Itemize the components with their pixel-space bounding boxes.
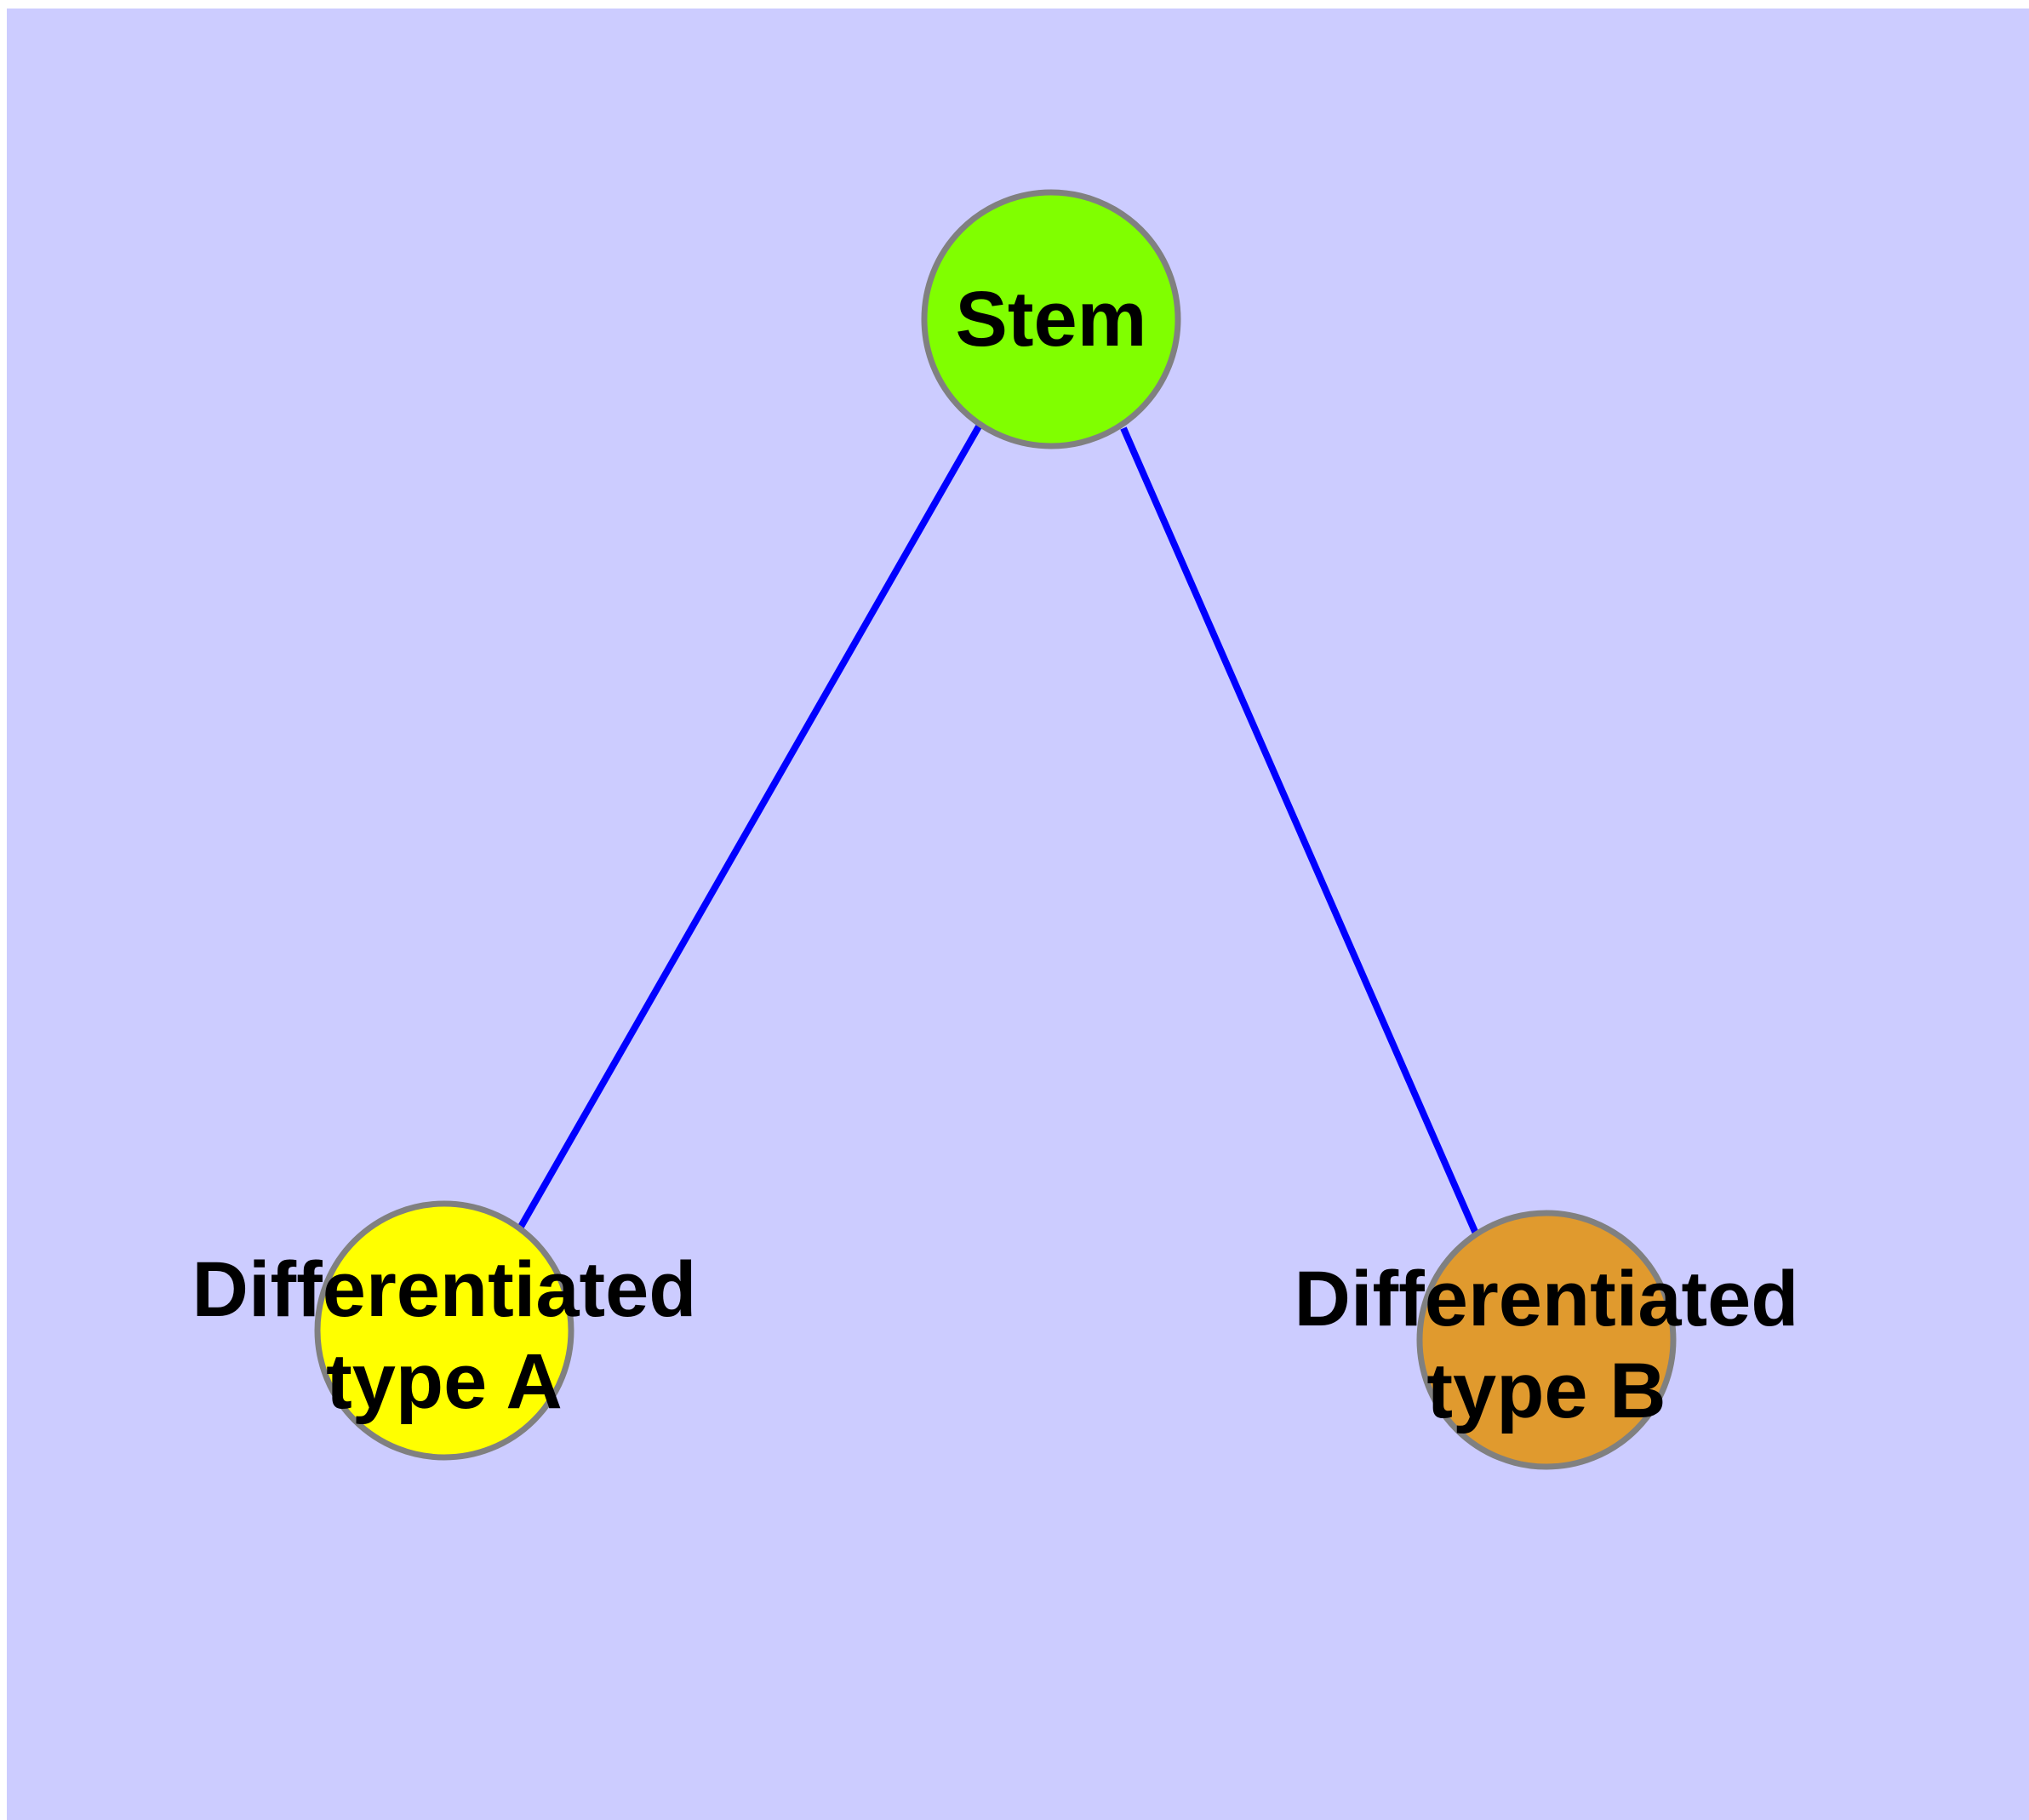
node-stem[interactable] — [921, 189, 1181, 449]
node-type-a-label-line-1: Differentiated — [192, 1246, 697, 1333]
node-type-a-label-line-2: type A — [326, 1338, 563, 1425]
node-type-a-circle[interactable] — [314, 1200, 574, 1461]
node-type-b-circle[interactable] — [1416, 1210, 1677, 1470]
node-stem-label: Stem — [956, 276, 1147, 363]
node-differentiated-type-a[interactable] — [314, 1200, 574, 1461]
node-type-b-label-line-1: Differentiated — [1295, 1256, 1799, 1342]
edge-stem-to-type-b[interactable] — [1120, 426, 1479, 1235]
node-layer — [314, 189, 1677, 1470]
label-layer: Stem Differentiated type A Differentiate… — [192, 276, 1799, 1434]
edge-layer — [517, 425, 1479, 1235]
node-differentiated-type-b[interactable] — [1416, 1210, 1677, 1470]
edge-stem-to-type-a[interactable] — [517, 425, 982, 1228]
node-type-b-label-line-2: type B — [1426, 1348, 1666, 1434]
node-stem-circle[interactable] — [921, 189, 1181, 449]
